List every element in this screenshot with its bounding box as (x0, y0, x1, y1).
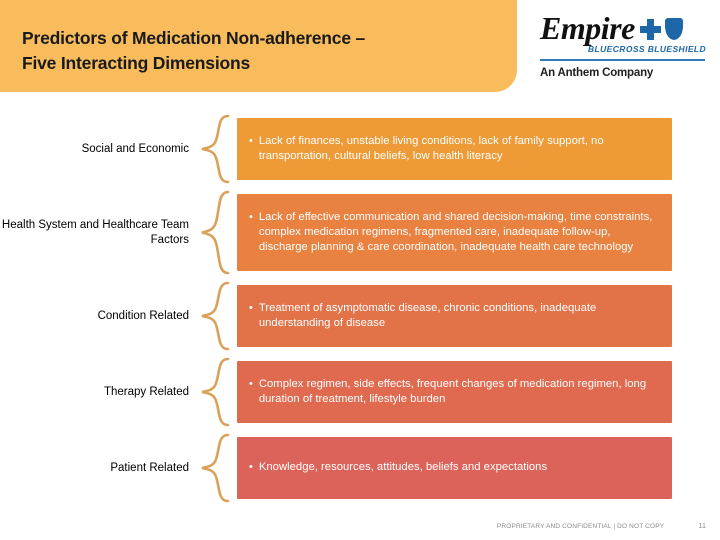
bullet-dot-icon: • (249, 377, 253, 390)
curly-brace-icon (193, 357, 237, 427)
logo-divider (540, 59, 705, 62)
curly-brace-icon (193, 114, 237, 184)
dimension-detail-box: • Treatment of asymptomatic disease, chro… (237, 285, 672, 347)
dimension-label: Patient Related (110, 461, 189, 474)
bullet-item: • Complex regimen, side effects, frequent… (249, 377, 662, 407)
logo-subtext: BLUECROSS BLUESHIELD (588, 44, 707, 55)
logo-marks (639, 18, 683, 43)
bullet-dot-icon: • (249, 301, 253, 314)
curly-brace-icon (193, 281, 237, 351)
dimension-detail-box: • Knowledge, resources, attitudes, belief… (237, 437, 672, 499)
empire-logo: Empire BLUECROSS BLUESHIELD An Anthem Co… (540, 10, 708, 80)
footer: PROPRIETARY AND CONFIDENTIAL | DO NOT CO… (0, 521, 720, 530)
curly-brace-icon (193, 433, 237, 503)
bullet-text: Complex regimen, side effects, frequent … (258, 377, 647, 405)
bullet-text: Knowledge, resources, attitudes, beliefs… (258, 461, 548, 474)
page-number: 11 (698, 521, 706, 530)
logo-tagline: An Anthem Company (540, 67, 654, 80)
bullet-text: Lack of effective communication and shar… (258, 210, 653, 253)
bullet-dot-icon: • (249, 461, 253, 474)
dimension-row: Social and Economic • Lack of finances, un… (0, 114, 720, 184)
page-title-line2: Five Interacting Dimensions (22, 53, 250, 74)
dimension-row: Therapy Related • Complex regimen, side ef… (0, 357, 720, 427)
dimension-label: Health System and Healthcare Team Factor… (1, 219, 189, 246)
dimension-row: Condition Related • Treatment of asymptoma… (0, 281, 720, 351)
dimension-detail-box: • Lack of effective communication and sha… (237, 194, 672, 271)
bullet-item: • Lack of effective communication and sha… (249, 210, 662, 255)
page-title: Predictors of Medication Non-adherence –… (22, 26, 492, 77)
dimension-label: Condition Related (97, 309, 189, 322)
page-title-line1: Predictors of Medication Non-adherence – (22, 28, 366, 48)
curly-brace-icon (193, 190, 237, 275)
dimension-label: Therapy Related (103, 385, 189, 398)
dimension-row: Health System and Healthcare Team Factor… (0, 190, 720, 275)
bullet-dot-icon: • (249, 134, 253, 147)
header-banner (0, 0, 517, 92)
blueshield-shield-icon (664, 18, 683, 41)
dimension-detail-box: • Lack of finances, unstable living condi… (237, 118, 672, 180)
logo-wordmark-row: Empire (540, 10, 708, 46)
confidentiality-notice: PROPRIETARY AND CONFIDENTIAL | DO NOT CO… (496, 523, 665, 530)
bullet-dot-icon: • (249, 210, 253, 223)
bullet-item: • Knowledge, resources, attitudes, belief… (249, 460, 547, 475)
bullet-item: • Lack of finances, unstable living condi… (249, 134, 662, 164)
bullet-text: Lack of finances, unstable living condit… (258, 134, 604, 162)
dimension-label: Social and Economic (81, 142, 189, 155)
bluecross-cross-icon (639, 18, 661, 40)
dimension-detail-box: • Complex regimen, side effects, frequent… (237, 361, 672, 423)
dimensions-list: Social and Economic • Lack of finances, un… (0, 114, 720, 513)
logo-wordmark-text: Empire (540, 10, 635, 46)
bullet-item: • Treatment of asymptomatic disease, chro… (249, 301, 662, 331)
bullet-text: Treatment of asymptomatic disease, chron… (258, 301, 597, 329)
dimension-row: Patient Related • Knowledge, resources, at… (0, 433, 720, 503)
